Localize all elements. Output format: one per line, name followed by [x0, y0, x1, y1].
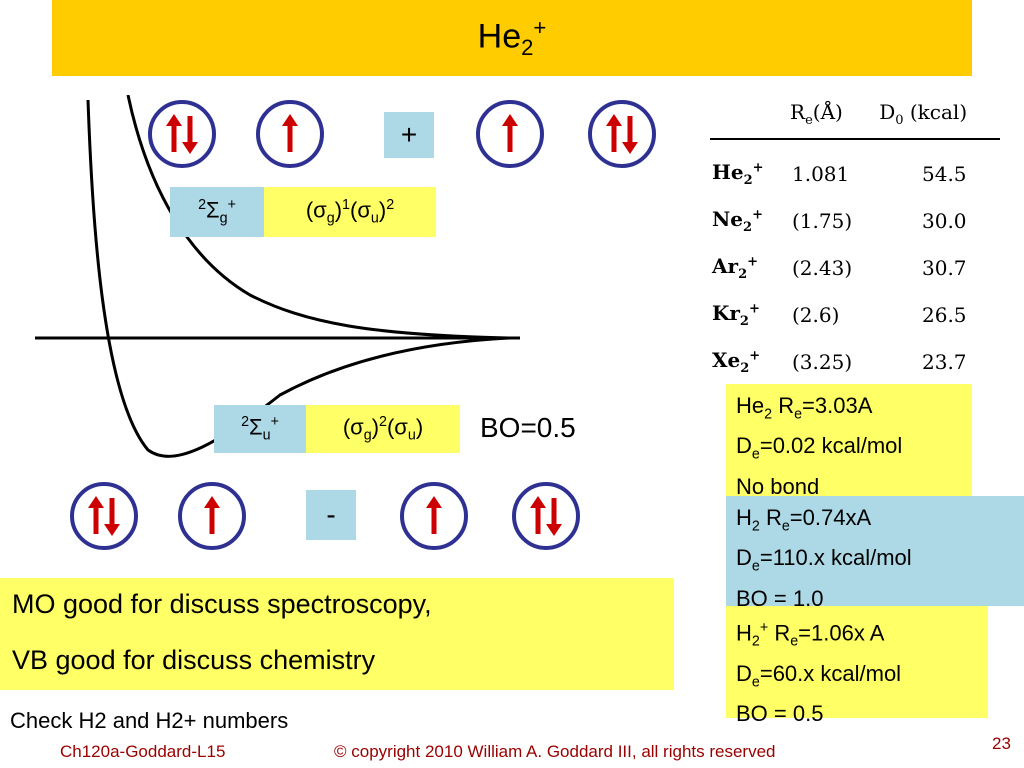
table-row: Ne2+ (1.75)30.0 — [712, 206, 967, 235]
h2-info-box: H2 Re=0.74xA De=110.x kcal/mol BO = 1.0 — [726, 496, 1024, 611]
up-down-arrow-icon — [88, 496, 120, 536]
note-line-1: MO good for discuss spectroscopy, — [12, 589, 432, 619]
de-header: D0 (kcal) — [879, 100, 968, 128]
page-number: 23 — [992, 734, 1011, 753]
he2-info-box: He2 Re=3.03A De=0.02 kcal/mol No bond — [726, 384, 972, 499]
sign-plus: + — [384, 112, 434, 158]
table-row: Kr2+ (2.6)26.5 — [712, 300, 967, 329]
repulsive-curve — [126, 95, 511, 340]
table-row: Ar2+ (2.43)30.7 — [712, 253, 967, 282]
orbital-circle — [588, 100, 656, 168]
h2plus-info-box: H2+ Re=1.06x A De=60.x kcal/mol BO = 0.5 — [726, 606, 988, 726]
mo-vb-note: MO good for discuss spectroscopy, VB goo… — [0, 578, 674, 690]
table-divider — [710, 138, 1000, 140]
orbital-circle — [148, 100, 216, 168]
orbital-circle — [476, 100, 544, 168]
note-line-2: VB good for discuss chemistry — [12, 645, 376, 675]
term-symbol-lower: 2Σu+ — [214, 405, 306, 453]
sign-minus: - — [306, 490, 356, 540]
up-arrow-icon — [204, 496, 220, 534]
orbital-circle — [400, 482, 468, 550]
potential-curves — [35, 95, 520, 458]
footer-copyright: © copyright 2010 William A. Goddard III,… — [334, 742, 776, 761]
configuration-upper: (σg)1(σu)2 — [264, 187, 436, 237]
check-note: Check H2 and H2+ numbers — [10, 708, 289, 733]
up-down-arrow-icon — [166, 114, 198, 154]
re-header: Re(Å) — [790, 100, 843, 128]
title-bar: He2+ — [52, 0, 972, 76]
up-arrow-icon — [502, 114, 518, 152]
table-header: Re(Å) D0 (kcal) — [790, 100, 1010, 128]
orbital-circle — [70, 482, 138, 550]
up-arrow-icon — [282, 114, 298, 152]
footer-course: Ch120a-Goddard-L15 — [60, 742, 226, 761]
configuration-lower: (σg)2(σu) — [306, 405, 460, 453]
up-down-arrow-icon — [530, 496, 562, 536]
table-row: Xe2+ (3.25)23.7 — [712, 347, 967, 376]
orbital-circle — [256, 100, 324, 168]
orbital-circle — [178, 482, 246, 550]
term-symbol-upper: 2Σg+ — [170, 187, 264, 237]
slide-title: He2+ — [477, 14, 547, 61]
up-down-arrow-icon — [606, 114, 638, 154]
bond-order-label: BO=0.5 — [480, 412, 576, 443]
bound-curve — [86, 99, 511, 458]
up-arrow-icon — [426, 496, 442, 534]
orbital-circle — [512, 482, 580, 550]
